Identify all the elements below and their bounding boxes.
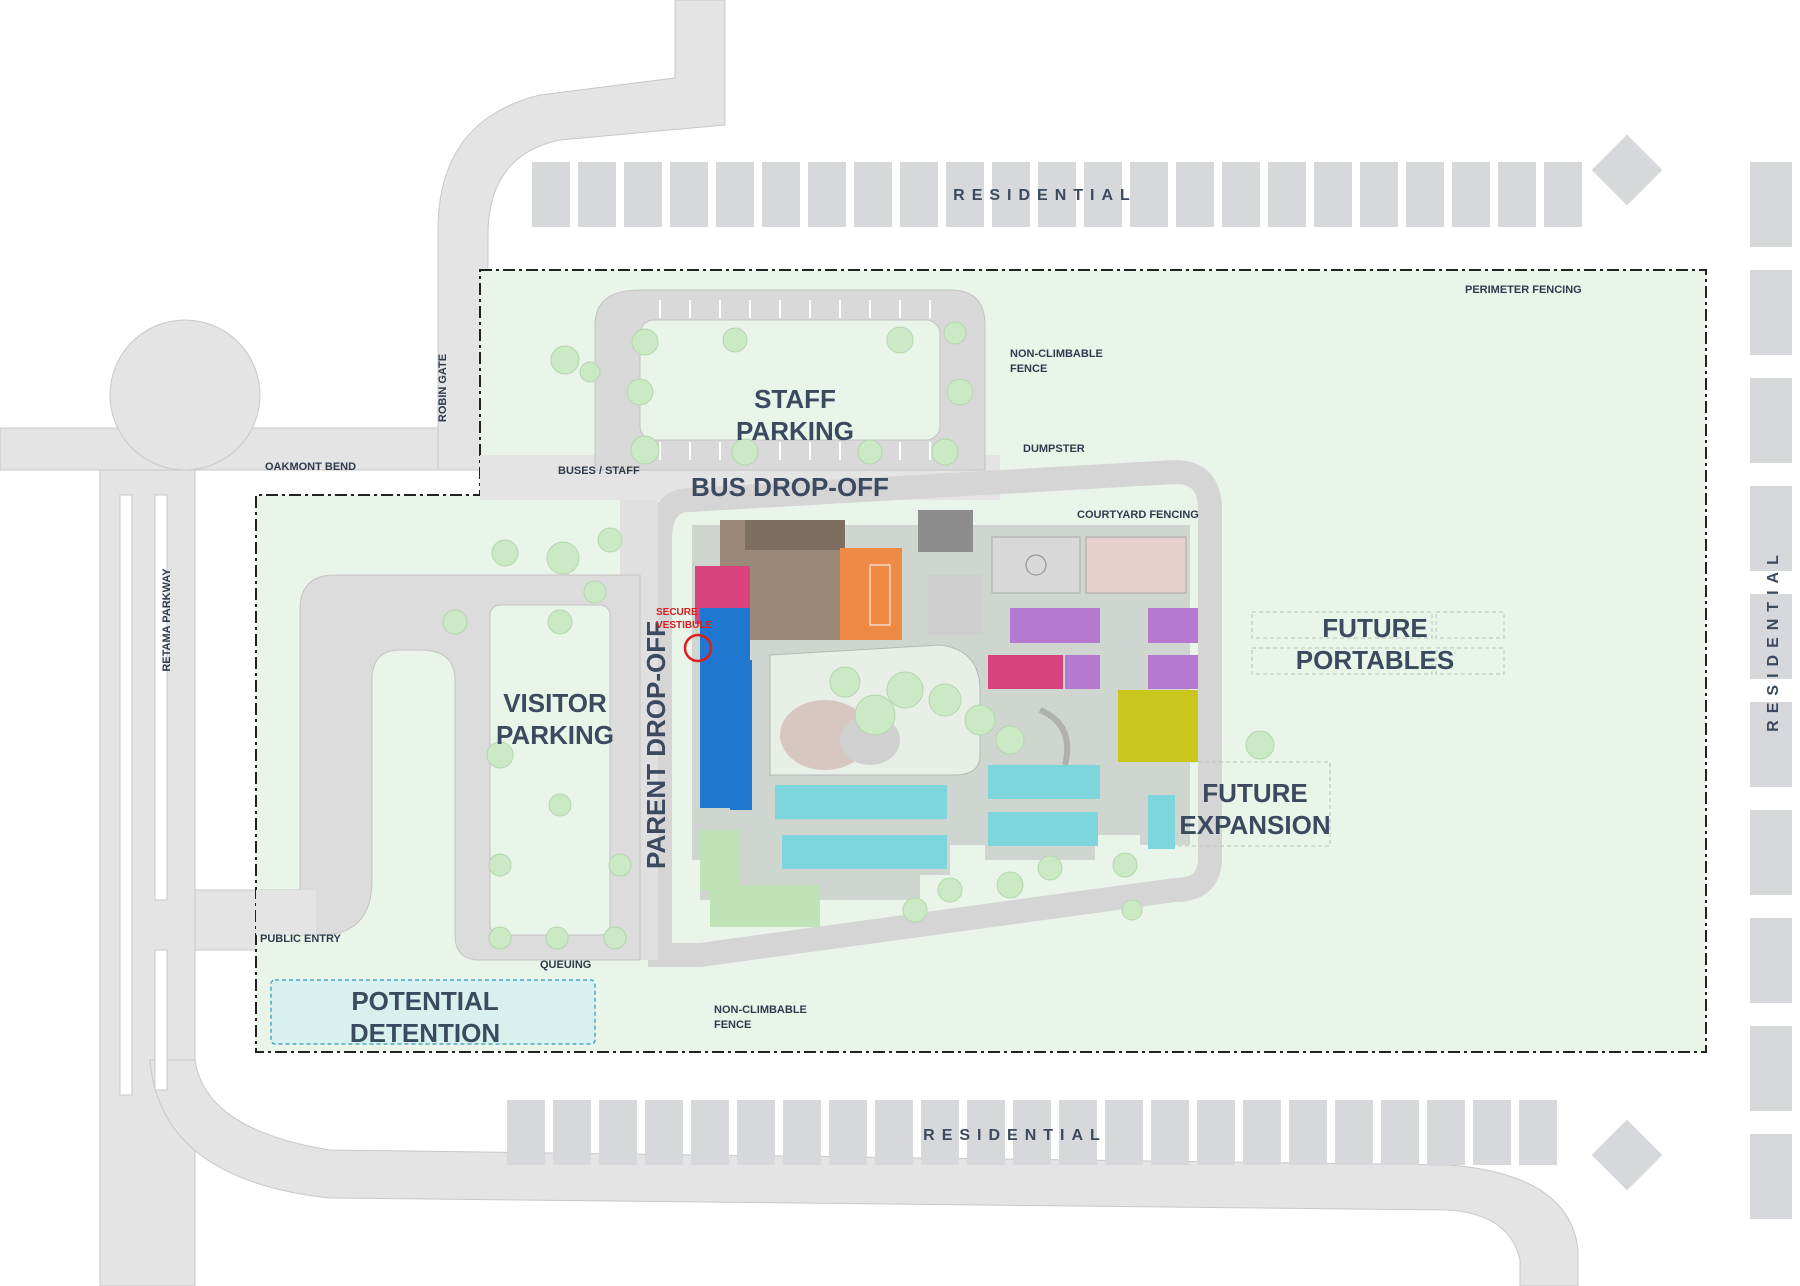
parent-dropoff-label: PARENT DROP-OFF	[641, 621, 671, 869]
secure-vestibule-label-line2: VESTIBULE	[656, 620, 712, 631]
residential-right-label: RESIDENTIAL	[1765, 548, 1782, 732]
classroom-row-2	[782, 835, 947, 869]
perimeter-fencing-label: PERIMETER FENCING	[1465, 284, 1582, 296]
residential-right-houses	[1750, 162, 1792, 1219]
non-climbable-fence-top-line1: NON-CLIMBABLE	[1010, 348, 1103, 360]
visitor-parking-label-line1: VISITOR	[503, 688, 607, 718]
secure-vestibule-label-line1: SECURE	[656, 607, 698, 618]
classroom-row-1	[775, 785, 947, 819]
future-expansion-area	[1169, 761, 1331, 847]
light-green-wing	[710, 885, 820, 927]
light-green-room	[700, 830, 740, 890]
buses-staff-label: BUSES / STAFF	[558, 465, 640, 477]
bus-loop	[648, 459, 1222, 967]
purple-room-1	[1010, 608, 1100, 643]
non-climbable-fence-bottom-line2: FENCE	[714, 1019, 751, 1031]
residential-bottom-label: RESIDENTIAL	[923, 1127, 1107, 1144]
courtyard-fencing-label: COURTYARD FENCING	[1077, 509, 1199, 521]
staff-parking-label-line2: PARKING	[736, 416, 854, 446]
purple-room-2	[1148, 608, 1198, 643]
olive-room	[1118, 690, 1198, 762]
future-expansion-label-line1: FUTURE	[1202, 778, 1307, 808]
playground	[1085, 536, 1187, 594]
mechanical-room	[918, 510, 973, 552]
retama-parkway-label: RETAMA PARKWAY	[161, 568, 173, 672]
multipurpose-room	[840, 548, 902, 640]
visitor-parking-island	[489, 604, 611, 936]
residential-bottom-houses	[507, 1100, 1663, 1191]
trees	[442, 321, 1275, 950]
purple-room-3	[1148, 655, 1198, 689]
classroom-row-5	[1148, 795, 1175, 849]
bus-dropoff-label: BUS DROP-OFF	[691, 472, 889, 502]
potential-detention-area	[270, 979, 596, 1045]
dumpster-label: DUMPSTER	[1023, 443, 1085, 455]
oakmont-bend-label: OAKMONT BEND	[265, 461, 356, 473]
parkway-median-2	[154, 494, 168, 901]
future-portables-area	[1251, 611, 1505, 675]
staff-stall-lines	[659, 300, 931, 460]
parkway-median	[119, 494, 133, 1096]
non-climbable-fence-top-line2: FENCE	[1010, 363, 1047, 375]
future-portables-label-line1: FUTURE	[1322, 613, 1427, 643]
staff-parking-label-line1: STAFF	[754, 384, 836, 414]
gray-room	[928, 575, 983, 635]
public-entry-label: PUBLIC ENTRY	[260, 933, 342, 945]
classroom-row-4	[988, 812, 1098, 846]
parkway-median-3	[154, 949, 168, 1091]
basketball-court	[991, 536, 1081, 594]
gym-stage	[745, 520, 845, 550]
non-climbable-fence-bottom-line1: NON-CLIMBABLE	[714, 1004, 807, 1016]
classroom-row-3	[988, 765, 1100, 799]
future-expansion-label-line2: EXPANSION	[1179, 810, 1330, 840]
public-entry-drive	[256, 890, 316, 935]
residential-top-label: RESIDENTIAL	[953, 187, 1137, 204]
visitor-parking-label-line2: PARKING	[496, 720, 614, 750]
residential-top-houses	[532, 134, 1663, 227]
potential-detention-label-line1: POTENTIAL	[351, 986, 498, 1016]
potential-detention-label-line2: DETENTION	[350, 1018, 500, 1048]
magenta-room	[988, 655, 1063, 689]
roads	[0, 0, 1579, 1286]
robin-gate-label: ROBIN GATE	[437, 354, 449, 422]
future-portables-label-line2: PORTABLES	[1296, 645, 1454, 675]
queuing-label: QUEUING	[540, 959, 591, 971]
school-building	[692, 510, 1198, 927]
secure-vestibule-marker	[683, 633, 713, 663]
